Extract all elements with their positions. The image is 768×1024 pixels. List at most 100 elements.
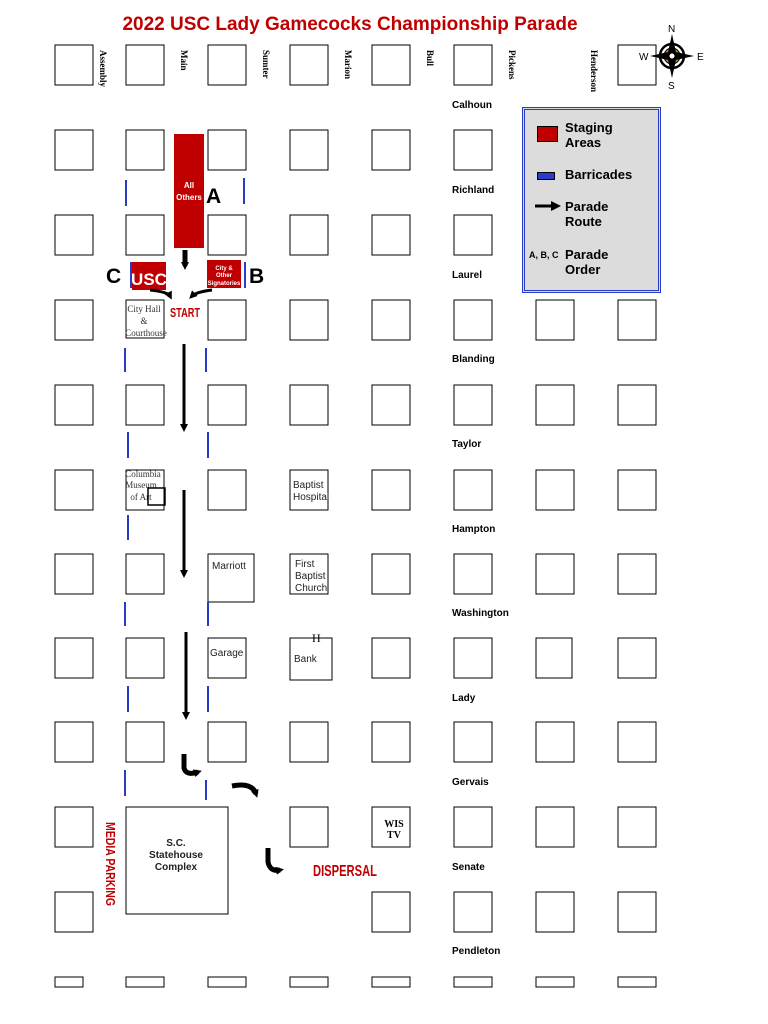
city-block [54,469,94,511]
city-block [371,214,411,256]
city-block [54,44,94,86]
street-label-lady: Lady [452,693,476,704]
compass-north: N [668,24,675,35]
city-block [617,44,657,86]
city-block [289,469,329,511]
city-block [54,891,94,933]
city-block-partial [535,976,575,988]
city-block [453,129,493,171]
city-block-partial [289,976,329,988]
city-block [453,384,493,426]
city-block [453,299,493,341]
city-block [207,553,255,603]
city-block [371,469,411,511]
city-block [617,384,657,426]
city-block [535,469,575,511]
street-label-assembly: Assembly [98,50,108,88]
city-block [453,637,493,679]
city-block [125,214,165,256]
city-block [371,384,411,426]
city-block [207,129,247,171]
media-parking-label: MEDIA PARKING [103,822,118,906]
city-block [617,637,657,679]
city-block [617,553,657,595]
city-block [207,637,247,679]
route-arrow-turn-2 [231,782,259,798]
city-block [289,299,329,341]
order-symbol: A, B, C [529,250,559,260]
street-label-pickens: Pickens [507,50,517,80]
city-block [453,469,493,511]
city-block [371,721,411,763]
city-block [371,129,411,171]
city-block [289,553,329,595]
street-label-gervais: Gervais [452,777,489,788]
city-block [125,469,165,511]
landmark-bank: Bank [294,654,318,665]
city-block [617,721,657,763]
city-block [207,299,247,341]
street-label-henderson: Henderson [589,50,599,92]
order-letter-c: C [106,265,121,288]
staging-swatch [537,126,558,142]
street-label-calhoun: Calhoun [452,100,492,111]
street-label-bull: Bull [425,50,435,67]
staging-usc-label: USC [131,270,167,289]
compass-east: E [697,52,704,63]
landmark-city-hall: City Hall&Courthouse [125,304,167,338]
city-block [535,891,575,933]
landmark-marriott: Marriott [212,561,246,572]
city-block [289,44,329,86]
staging-usc [132,262,166,290]
city-block-partial [453,976,493,988]
street-label-hampton: Hampton [452,524,495,535]
route-arrow-turn-1 [181,754,202,778]
city-block [207,44,247,86]
horizontal-street-labels: CalhounRichlandLaurelBlandingTaylorHampt… [452,100,509,957]
city-block [207,214,247,256]
city-block [125,637,165,679]
street-label-main: Main [179,50,189,71]
city-block [207,469,247,511]
city-block [617,806,657,848]
city-block [125,721,165,763]
city-block [54,721,94,763]
dispersal-label: DISPERSAL [313,863,377,880]
legend-barricades-label: Barricades [565,167,633,182]
compass-west: W [639,52,649,63]
start-label: START [170,305,200,320]
city-block-partial [371,976,411,988]
city-block [289,384,329,426]
legend-staging-label: Staging Areas [565,120,613,150]
street-label-marion: Marion [343,50,353,79]
street-label-laurel: Laurel [452,270,482,281]
compass-south: S [668,81,675,92]
city-block [371,891,411,933]
city-block [207,384,247,426]
city-block [617,469,657,511]
city-block [371,637,411,679]
staging-city-signatories [207,260,241,288]
map-title: 2022 USC Lady Gamecocks Championship Par… [122,14,578,35]
city-block [535,806,575,848]
order-letter-b: B [249,265,264,288]
statehouse-complex-block [125,806,229,915]
barricade-swatch [537,172,555,180]
city-block [617,891,657,933]
city-block [54,129,94,171]
city-block-partial [207,976,247,988]
legend-order-label: Parade Order [565,247,609,277]
city-block [54,384,94,426]
city-block-partial [125,976,165,988]
city-block [289,806,329,848]
city-block [453,553,493,595]
city-block [371,553,411,595]
